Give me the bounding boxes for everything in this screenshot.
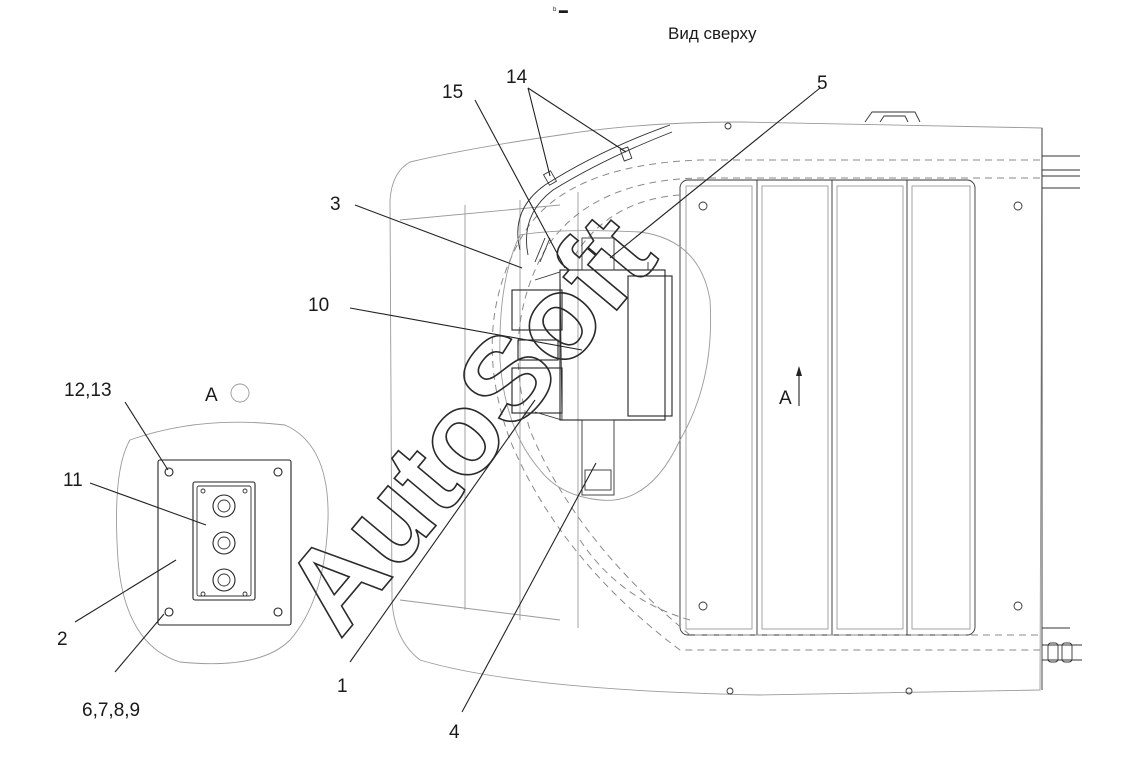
view-arrow-icon [796,366,802,406]
callout-3: 3 [330,194,341,215]
callout-2: 2 [57,629,68,650]
callout-10: 10 [308,295,329,316]
detail-view-marker-icon [230,383,250,403]
detail-panel [116,421,329,665]
callout-1: 1 [337,676,348,697]
callout-5: 5 [817,73,828,94]
callout-14: 14 [506,67,528,88]
view-title: Вид сверху [668,24,757,43]
callout-15: 15 [442,82,463,103]
leader-lines [74,87,821,713]
callout-4: 4 [449,722,460,743]
detail-view-letter: A [205,385,218,406]
callout-11: 11 [63,470,83,491]
top-mark: ᵇ ▬ [553,5,568,15]
watermark: AutoSoft [259,190,680,656]
callout-12-13: 12,13 [64,380,112,401]
callout-6-9: 6,7,8,9 [82,700,140,721]
view-arrow-letter: A [779,388,792,409]
